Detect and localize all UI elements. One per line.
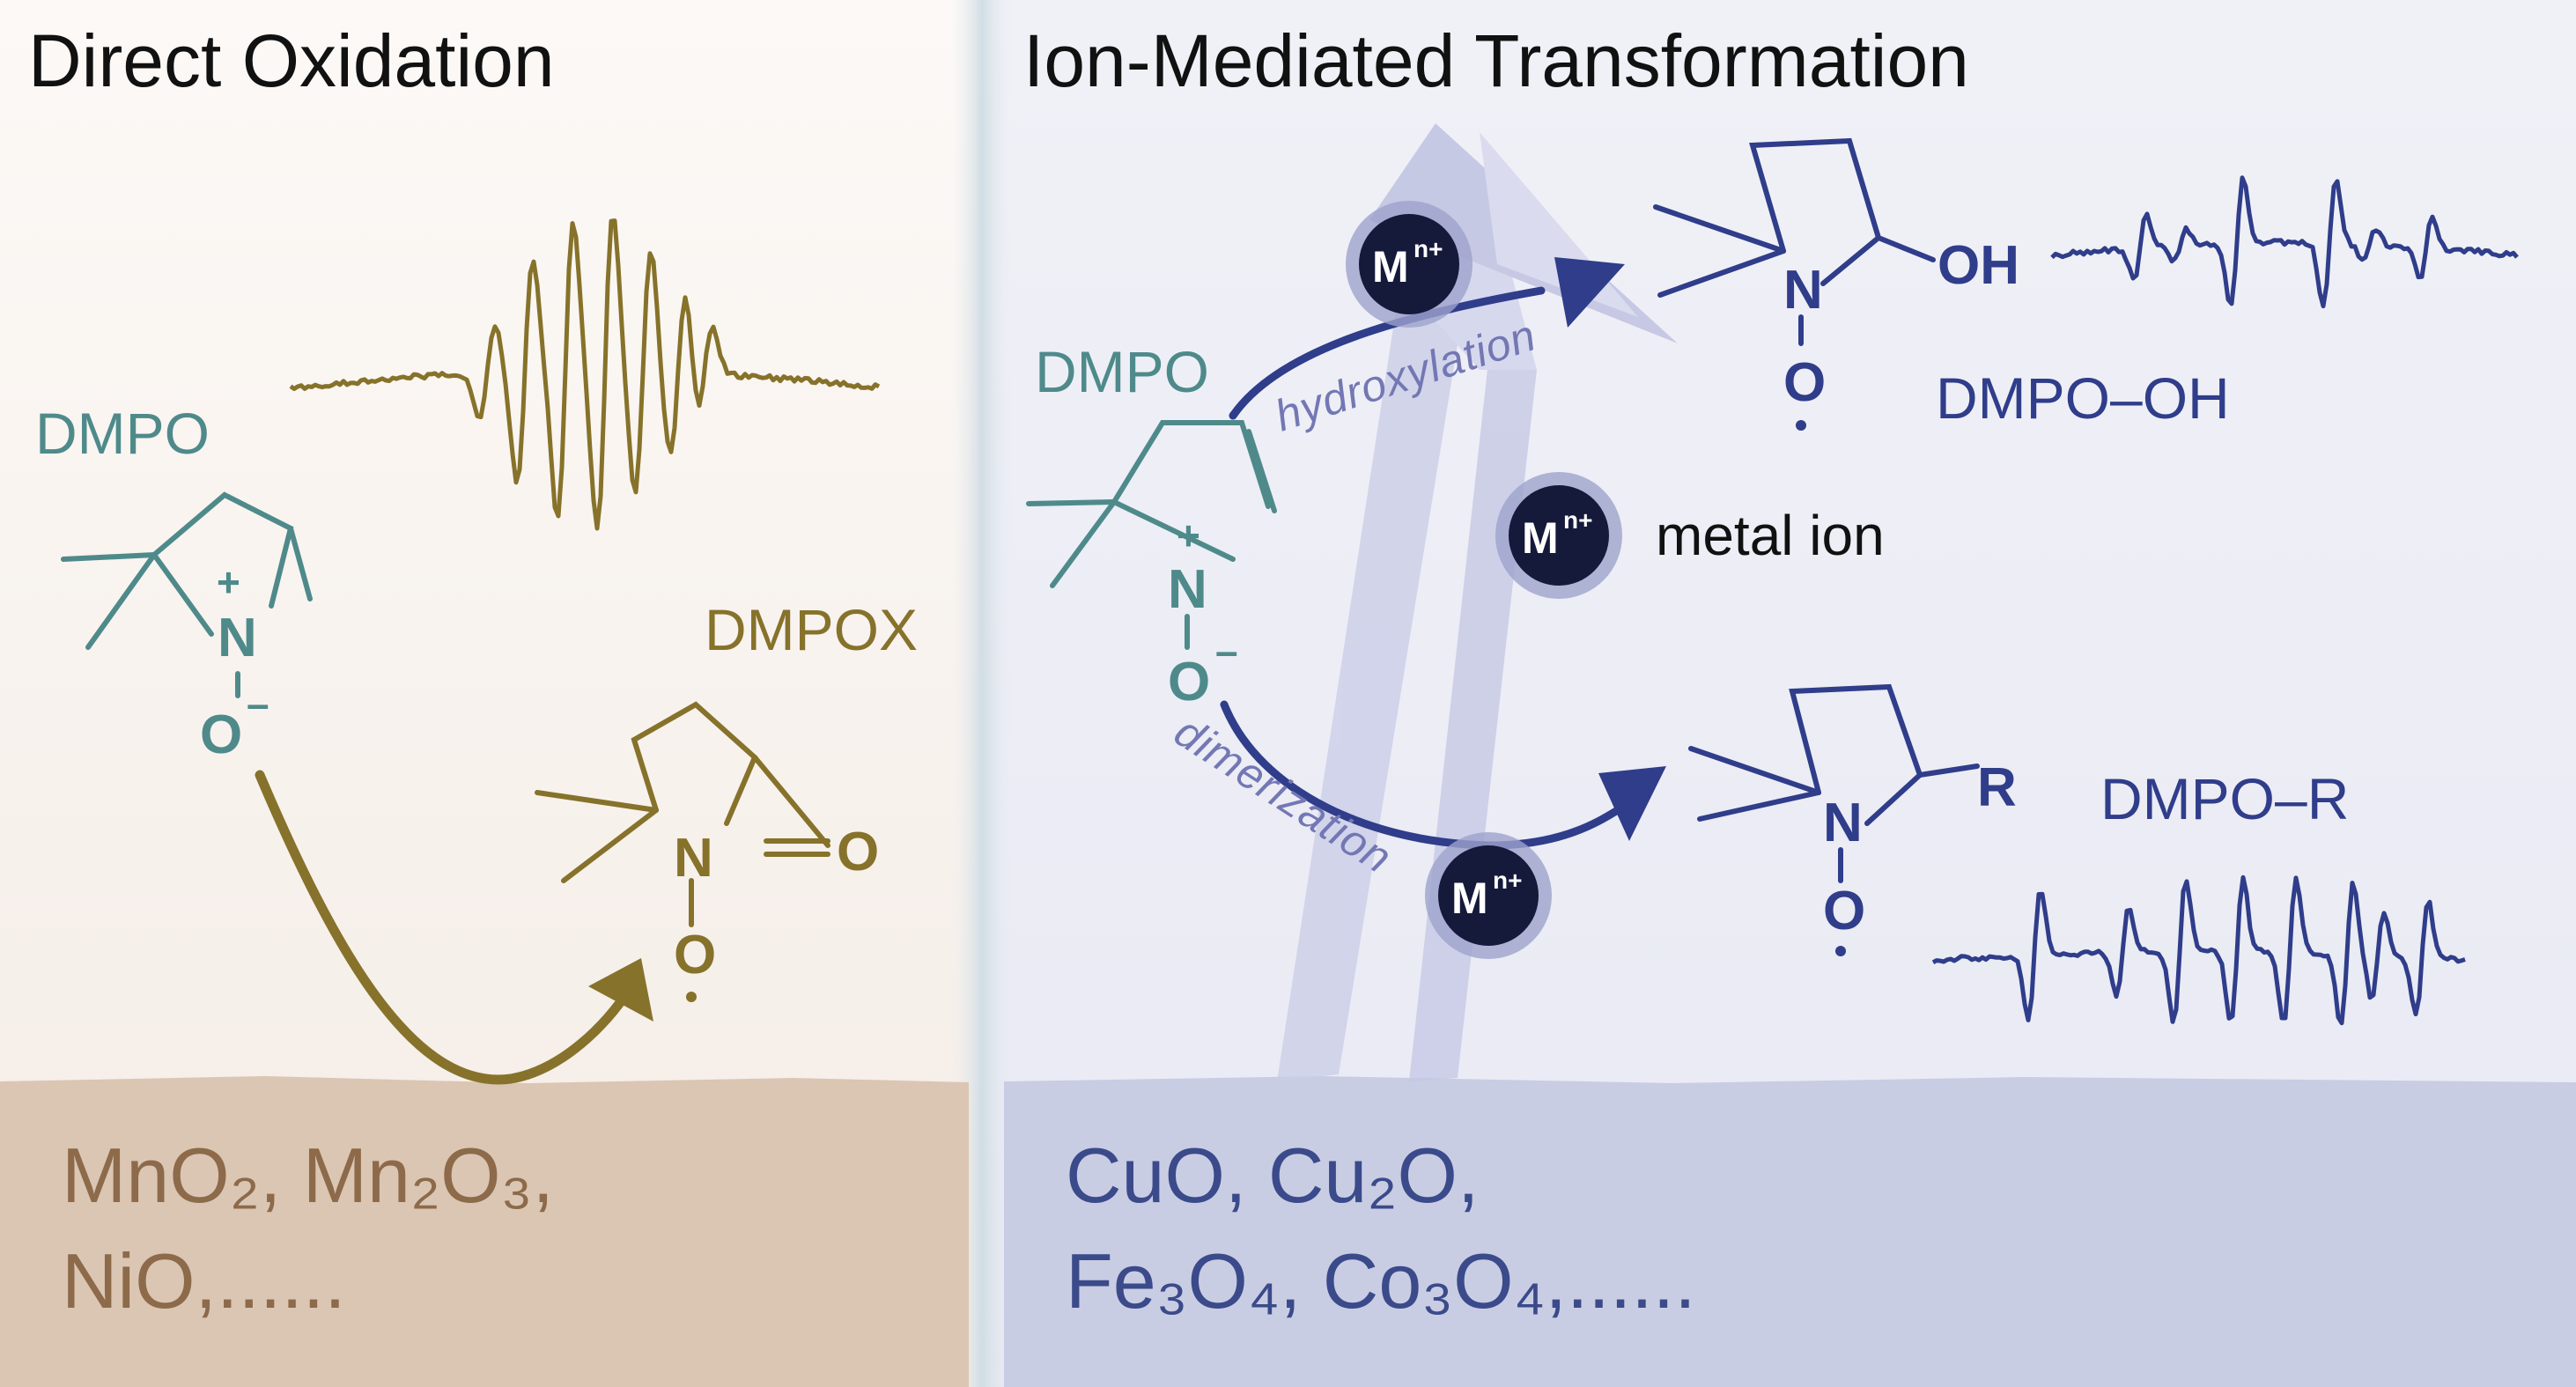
left-oxides-line-2: NiO,......	[62, 1237, 346, 1324]
hydroxylation-arrow	[1229, 257, 1625, 420]
dmpo-r-structure	[1688, 683, 1980, 883]
left-oxides-line-1: MnO₂, Mn₂O₃,	[62, 1132, 554, 1219]
dmpo-oh-label: DMPO–OH	[1936, 365, 2230, 431]
left-dmpo-structure	[61, 491, 313, 698]
dimerization-arrow	[1220, 700, 1666, 850]
right-base-band	[1004, 1076, 2576, 1387]
right-dmpo-structure	[1026, 420, 1277, 650]
dmpo-oh-group: OH	[1938, 235, 2019, 296]
dmpo-oh-nitrogen: N	[1783, 260, 1823, 321]
metal-ion-symbol: M	[1372, 242, 1409, 291]
right-dmpo-oxygen: O	[1168, 652, 1210, 712]
metal-ion-dimerization: M n+	[1425, 832, 1552, 959]
left-dmpo-oxygen: O	[200, 705, 242, 765]
left-dmpo-label: DMPO	[35, 401, 210, 466]
metal-ion-symbol: M	[1451, 874, 1488, 923]
left-dmpo-minus-charge: –	[247, 681, 269, 727]
left-dmpo-nitrogen: N	[218, 608, 257, 668]
left-panel-title: Direct Oxidation	[28, 19, 555, 102]
metal-ion-symbol: M	[1522, 513, 1559, 563]
metal-ion-legend-icon: M n+	[1495, 472, 1622, 599]
dmpox-epr-spectrum	[289, 218, 881, 531]
left-dmpo-plus-charge: +	[217, 559, 240, 605]
dmpox-structure	[535, 701, 830, 927]
dmpo-r-radical-dot	[1835, 946, 1846, 956]
metal-ion-charge: n+	[1493, 867, 1522, 894]
dmpox-oxygen: O	[674, 925, 716, 985]
right-dmpo-label: DMPO	[1035, 339, 1209, 404]
dmpo-oh-oxygen: O	[1783, 352, 1826, 413]
dmpo-r-label: DMPO–R	[2100, 766, 2349, 831]
direct-oxidation-arrow	[255, 770, 653, 1085]
dmpox-label: DMPOX	[705, 597, 918, 662]
dmpo-r-nitrogen: N	[1823, 793, 1863, 853]
right-dmpo-minus-charge: –	[1215, 628, 1238, 674]
metal-ion-charge: n+	[1563, 506, 1592, 534]
dmpox-radical-dot	[686, 992, 697, 1002]
dmpox-carbonyl-oxygen: O	[837, 822, 879, 882]
dmpo-oh-radical-dot	[1796, 420, 1806, 431]
right-dmpo-plus-charge: +	[1177, 513, 1200, 558]
right-panel-title: Ion-Mediated Transformation	[1023, 19, 1969, 102]
dmpo-oh-epr-spectrum	[2050, 175, 2519, 309]
left-base-band	[0, 1076, 969, 1387]
metal-ion-charge: n+	[1413, 235, 1443, 262]
metal-ion-legend-text: metal ion	[1656, 504, 1885, 567]
metal-ion-hydroxylation: M n+	[1346, 201, 1473, 328]
dmpo-r-epr-spectrum	[1931, 874, 2466, 1026]
dmpo-r-group: R	[1977, 757, 2017, 818]
dmpo-r-oxygen: O	[1823, 881, 1865, 941]
right-oxides-line-1: CuO, Cu₂O,	[1066, 1132, 1479, 1219]
right-dmpo-nitrogen: N	[1168, 559, 1207, 620]
right-oxides-line-2: Fe₃O₄, Co₃O₄,......	[1066, 1237, 1696, 1324]
dmpo-oh-structure	[1653, 137, 1936, 346]
dmpox-nitrogen: N	[674, 828, 713, 889]
